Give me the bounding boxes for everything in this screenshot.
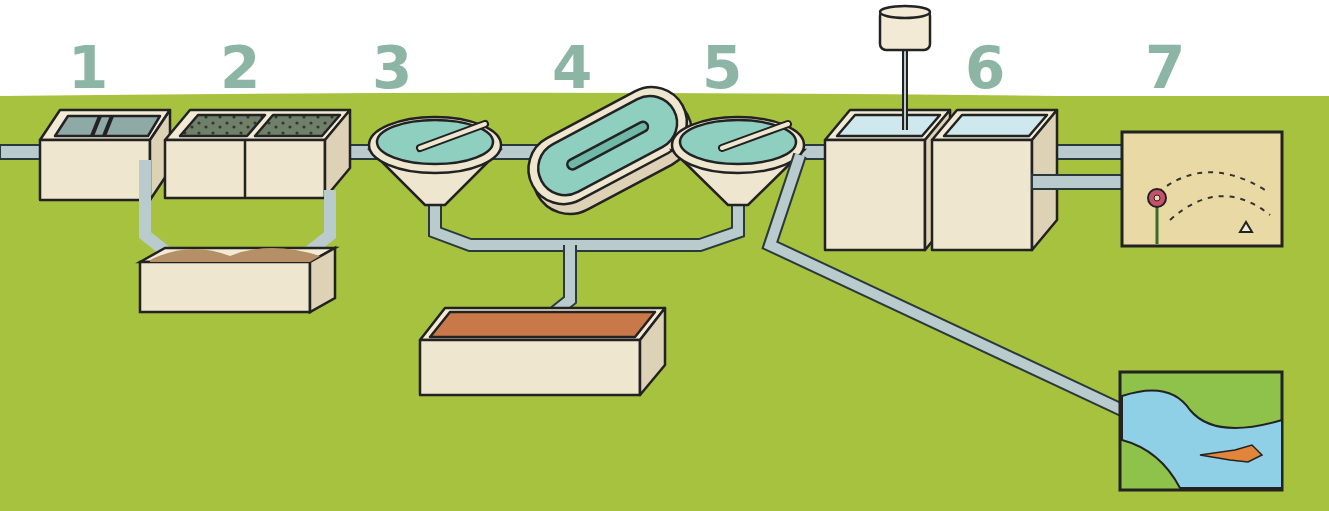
callout-number: 7 — [1145, 39, 1185, 97]
reuse-field — [1122, 132, 1282, 246]
callout-number: 4 — [552, 39, 592, 97]
callout-number: 5 — [702, 39, 742, 97]
river — [1120, 372, 1282, 490]
grit-tanks — [165, 110, 350, 198]
sludge-tray — [420, 308, 665, 395]
callout-number: 2 — [220, 39, 260, 97]
sludge-pipes — [435, 205, 738, 312]
callout-number: 6 — [965, 39, 1005, 97]
callout-number: 1 — [68, 39, 108, 97]
reuse-pipe — [1032, 175, 1124, 189]
grit-sludge — [140, 160, 335, 312]
callout-number: 3 — [372, 39, 412, 97]
disinfection-tanks — [825, 6, 1057, 250]
primary-clarifier — [369, 117, 501, 205]
